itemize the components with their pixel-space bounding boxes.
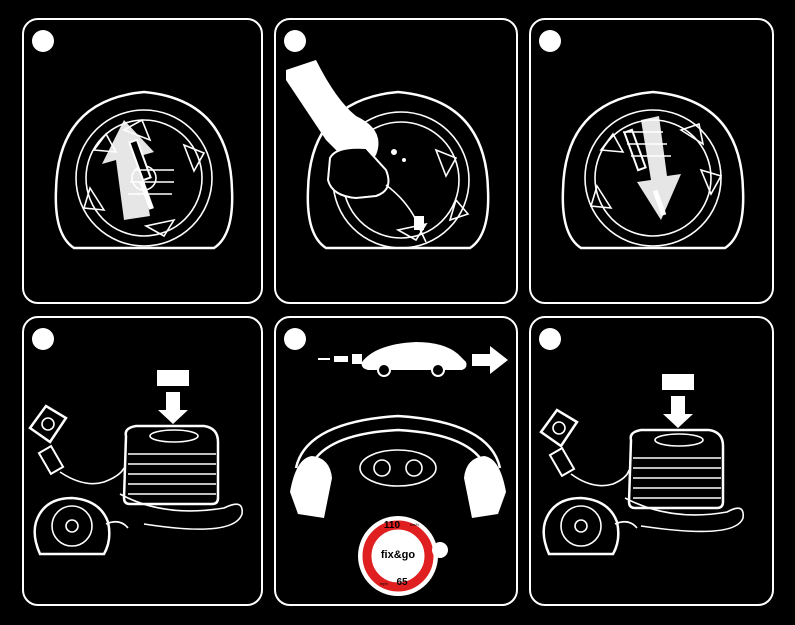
speed-limit-badge: 110 km/h fix&go mph 65 — [358, 516, 448, 596]
press-arrow-icon — [663, 396, 693, 428]
svg-text:110: 110 — [384, 520, 401, 531]
wheel-icon — [544, 498, 637, 554]
button-icon — [662, 374, 694, 390]
step-panel-1 — [22, 18, 263, 304]
compressor-illustration — [531, 318, 774, 606]
cigarette-plug-icon — [39, 446, 124, 484]
valve-reinsert-illustration — [531, 20, 774, 304]
svg-text:65: 65 — [396, 577, 408, 588]
button-icon — [157, 370, 189, 386]
svg-text:mph: mph — [380, 581, 388, 586]
power-socket-icon — [541, 410, 577, 446]
cigarette-plug-icon — [550, 448, 629, 486]
press-arrow-icon — [158, 392, 188, 424]
svg-text:km/h: km/h — [410, 522, 419, 527]
compressor-illustration — [24, 318, 263, 606]
step-panel-4 — [22, 316, 263, 606]
step-panel-6 — [529, 316, 774, 606]
step-panel-3 — [529, 18, 774, 304]
step-panel-5: 110 km/h fix&go mph 65 — [274, 316, 518, 606]
power-socket-icon — [30, 406, 66, 442]
motion-trail-icon — [318, 354, 362, 364]
forward-arrow-icon — [472, 346, 508, 374]
svg-text:fix&go: fix&go — [381, 549, 416, 561]
flat-tyre-illustration — [24, 20, 263, 304]
step-panel-2 — [274, 18, 518, 304]
driving-illustration: 110 km/h fix&go mph 65 — [276, 318, 518, 606]
sealant-injection-illustration — [276, 20, 518, 304]
car-icon — [362, 342, 467, 376]
wheel-icon — [35, 498, 128, 554]
hand-icon — [290, 456, 506, 518]
